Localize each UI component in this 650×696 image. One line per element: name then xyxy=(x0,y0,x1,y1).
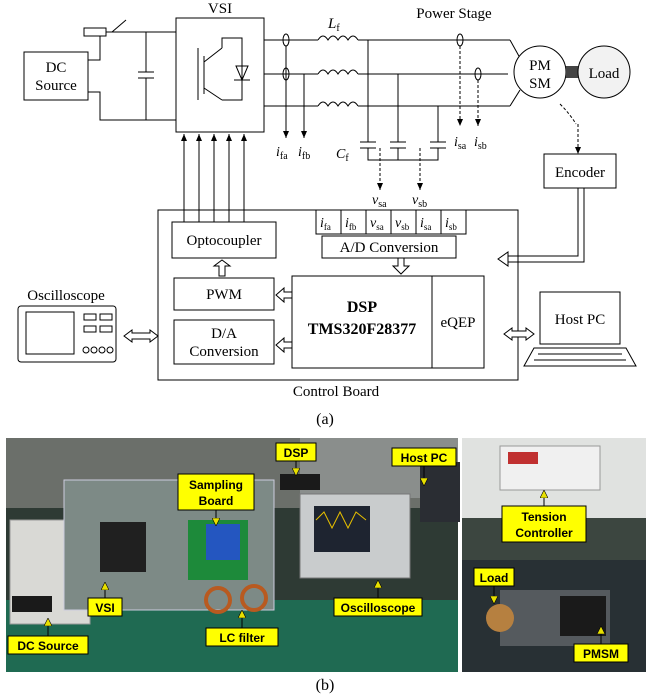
da-label-1: D/A xyxy=(211,326,237,342)
svg-text:vsb: vsb xyxy=(412,193,427,210)
svg-text:isa: isa xyxy=(454,135,467,152)
lf-sub: f xyxy=(336,23,340,34)
ad-signal-ifb: ifb xyxy=(345,216,357,232)
ifb-sub: fb xyxy=(302,151,310,162)
pmsm-label-1: PM xyxy=(529,58,551,74)
vsa-sub: sa xyxy=(378,199,387,210)
power-stage-label: Power Stage xyxy=(416,6,492,22)
dsp-label-2: TMS320F28377 xyxy=(308,321,416,338)
ad-signal-vsb: vsb xyxy=(395,216,410,232)
lab-photo: DSP Host PC Sampling Board Tension Contr… xyxy=(6,438,646,672)
dsp-label-1: DSP xyxy=(347,299,377,316)
caption-a: (a) xyxy=(316,411,334,428)
isb-sub: sb xyxy=(478,141,487,152)
ad-signal-isb: isb xyxy=(445,216,457,232)
vsi-label: VSI xyxy=(208,1,232,17)
svg-text:VSI: VSI xyxy=(95,601,114,615)
svg-text:LC filter: LC filter xyxy=(219,631,265,645)
ad-conversion-label: A/D Conversion xyxy=(340,240,439,256)
ad-signal-vsa: vsa xyxy=(370,216,384,232)
caption-b: (b) xyxy=(316,677,335,694)
svg-text:DC Source: DC Source xyxy=(17,639,79,653)
dc-source-label-2: Source xyxy=(35,78,77,94)
svg-text:ifa: ifa xyxy=(276,145,288,162)
vsb-sub: sb xyxy=(418,199,427,210)
vsi-box xyxy=(176,18,264,132)
isa-sub: sa xyxy=(458,141,467,152)
optocoupler-label: Optocoupler xyxy=(187,233,262,249)
pmsm-label-2: SM xyxy=(529,76,551,92)
pwm-label: PWM xyxy=(206,287,242,303)
svg-text:PMSM: PMSM xyxy=(583,647,619,661)
cf-sub: f xyxy=(345,153,349,164)
encoder-label: Encoder xyxy=(555,165,605,181)
ad-signal-isa: isa xyxy=(420,216,431,232)
svg-text:Oscilloscope: Oscilloscope xyxy=(341,601,416,615)
da-label-2: Conversion xyxy=(189,344,259,360)
svg-text:Host PC: Host PC xyxy=(401,451,448,465)
svg-text:Sampling: Sampling xyxy=(189,478,243,492)
svg-text:vsa: vsa xyxy=(372,193,387,210)
svg-text:Cf: Cf xyxy=(336,147,349,164)
load-label: Load xyxy=(589,66,620,82)
oscilloscope-label: Oscilloscope xyxy=(27,288,105,304)
svg-text:isb: isb xyxy=(474,135,487,152)
svg-text:ifb: ifb xyxy=(298,145,310,162)
svg-text:DSP: DSP xyxy=(284,446,309,460)
lf-label: L xyxy=(327,16,336,32)
eqep-label: eQEP xyxy=(441,315,476,331)
svg-text:Board: Board xyxy=(199,494,234,508)
svg-text:Load: Load xyxy=(480,571,509,585)
svg-text:Controller: Controller xyxy=(515,526,573,540)
control-board-label: Control Board xyxy=(293,384,380,400)
host-pc-label: Host PC xyxy=(555,312,605,328)
dc-source-label-1: DC xyxy=(46,60,67,76)
ifa-sub: fa xyxy=(280,151,288,162)
svg-text:Lf: Lf xyxy=(327,16,340,34)
ad-signal-ifa: ifa xyxy=(320,216,331,232)
svg-text:Tension: Tension xyxy=(521,510,566,524)
